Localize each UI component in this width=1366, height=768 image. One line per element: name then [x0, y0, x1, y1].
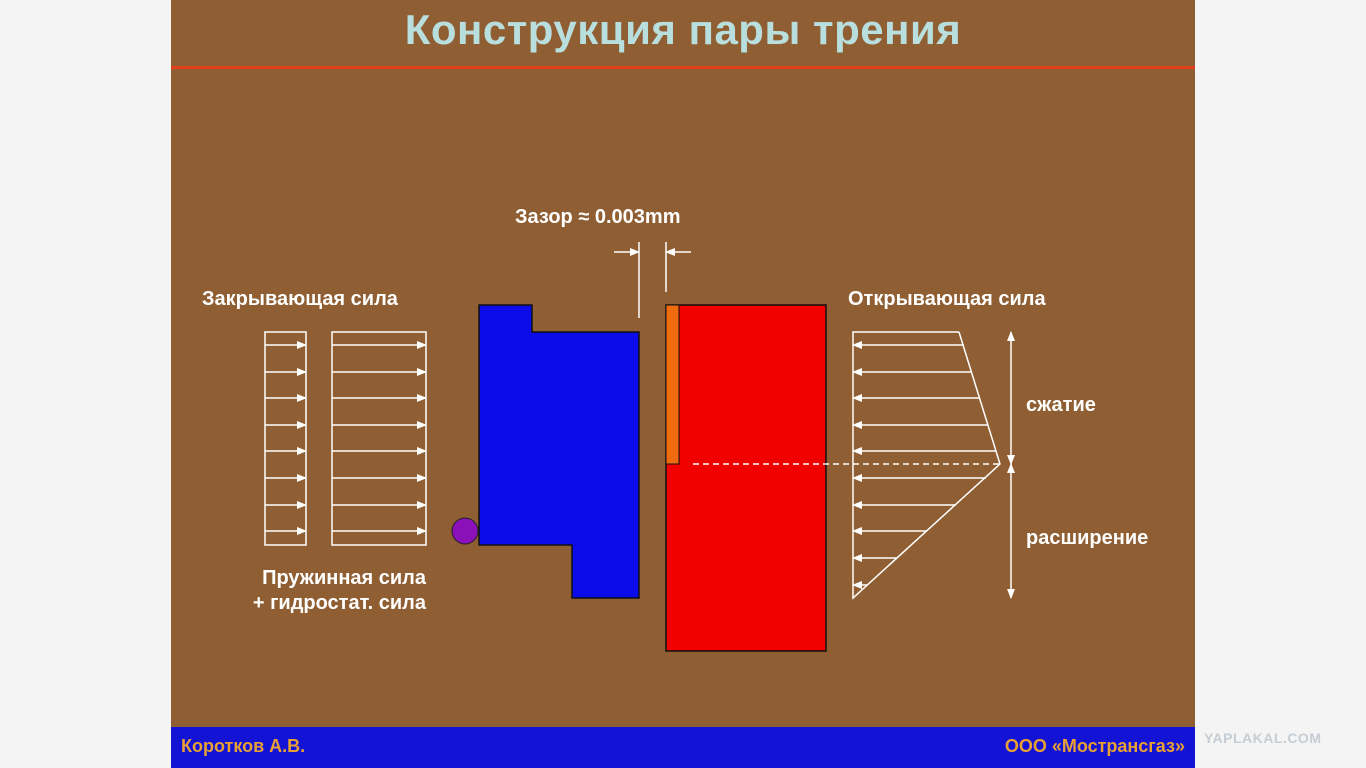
o-ring: [451, 517, 479, 545]
hydrostatic-force-box: [331, 331, 427, 546]
rotating-seal-ring: [478, 304, 640, 599]
compression-label: сжатие: [1026, 394, 1096, 416]
slide: Конструкция пары трения: [171, 0, 1195, 768]
expansion-label: расширение: [1026, 527, 1149, 549]
footer-author: Коротков А.В.: [181, 736, 306, 756]
friction-pair-diagram: [264, 242, 1015, 652]
footer-company: ООО «Мострансгаз»: [1004, 736, 1185, 756]
opening-force-arrows: [852, 341, 996, 589]
stationary-seal-ring: [665, 304, 827, 652]
gap-label: Зазор ≈ 0.003mm: [515, 206, 681, 228]
opening-force-diagram: [693, 331, 1015, 600]
closing-force-diagram: [264, 331, 427, 546]
watermark: YAPLAKAL.COM: [1204, 730, 1322, 746]
title-divider: [171, 66, 1195, 69]
footer-bar: [171, 727, 1195, 768]
closing-force-label: Закрывающая сила: [202, 288, 398, 310]
gap-dimension: [614, 242, 691, 318]
closing-force-arrows: [265, 341, 427, 535]
hydrostatic-force-label: + гидростат. сила: [252, 592, 426, 614]
spring-force-box: [264, 331, 307, 546]
slide-title: Конструкция пары трения: [404, 6, 962, 53]
spring-force-label: Пружинная сила: [262, 567, 426, 589]
opening-force-label: Открывающая сила: [848, 288, 1046, 310]
seal-face-insert: [665, 304, 680, 465]
